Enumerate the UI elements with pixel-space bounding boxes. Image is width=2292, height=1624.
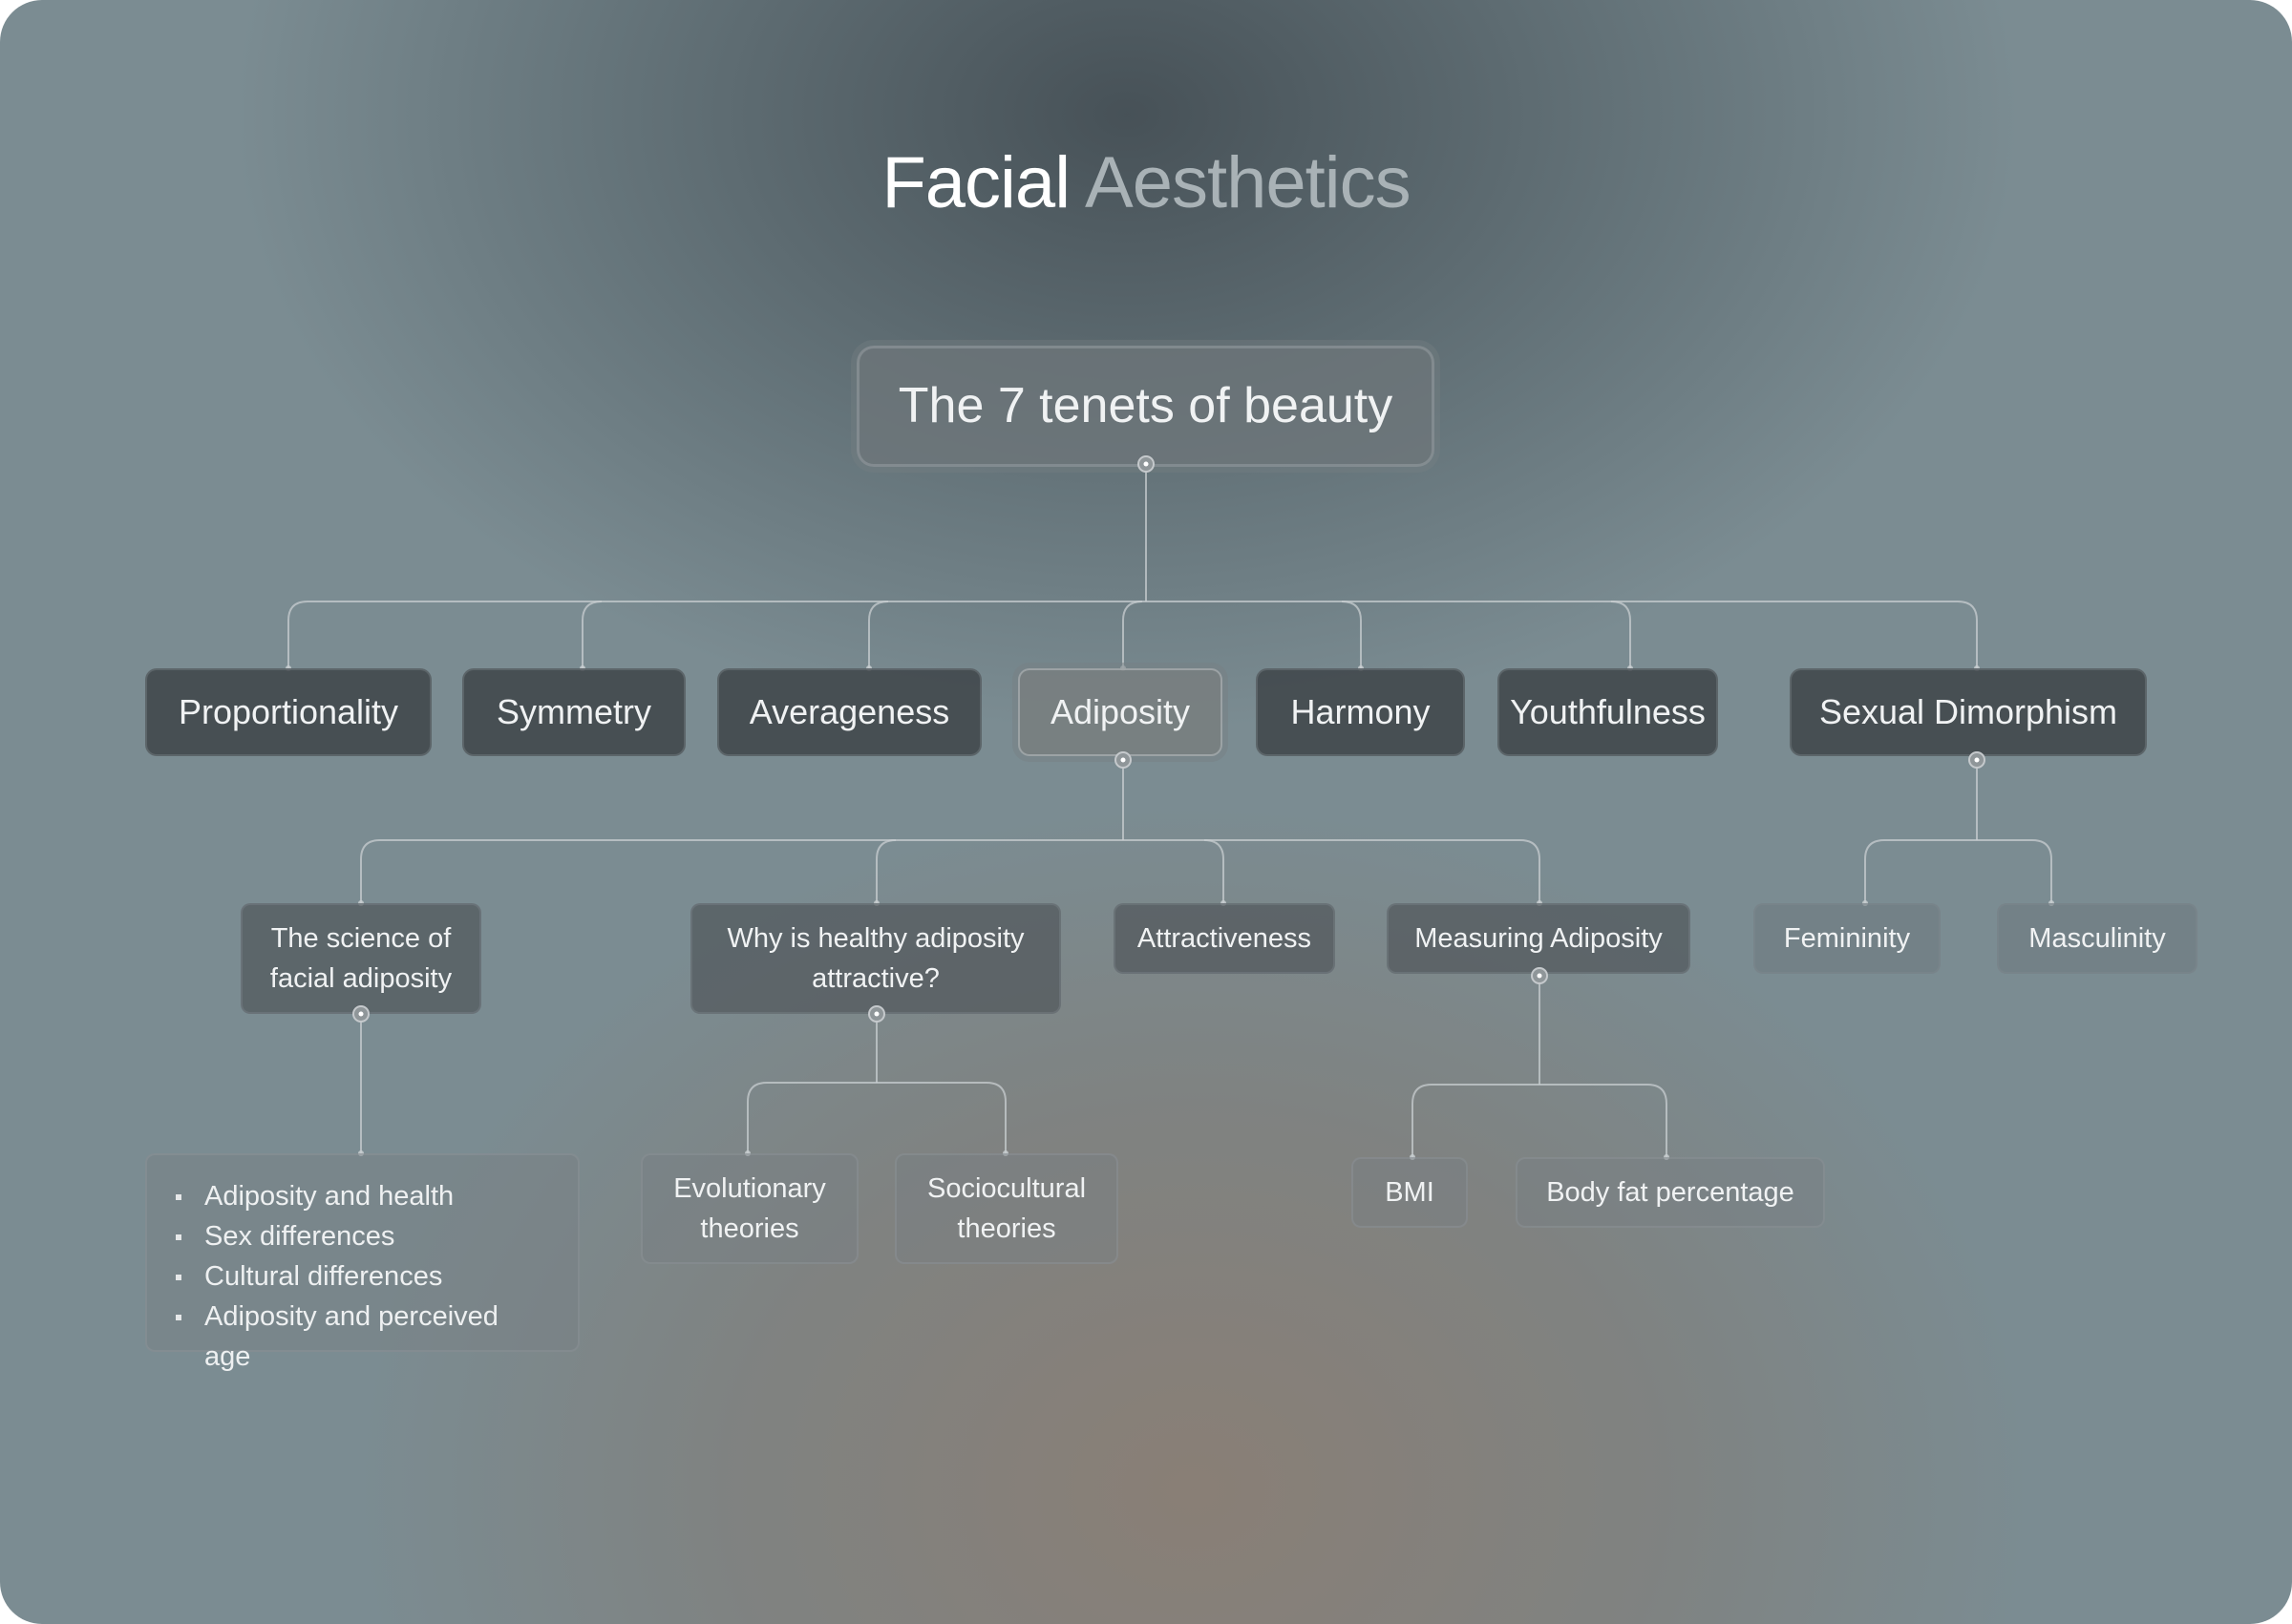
node-label: Measuring Adiposity xyxy=(1414,922,1663,954)
tenet-label: Symmetry xyxy=(497,691,651,731)
node-bmi[interactable]: BMI xyxy=(1351,1157,1468,1228)
title-secondary: Aesthetics xyxy=(1085,142,1411,223)
node-label: Masculinity xyxy=(2028,922,2166,954)
connector-youthfulness xyxy=(1610,601,1631,668)
node-sociocultural-theories[interactable]: Sociocultural theories xyxy=(895,1153,1118,1264)
node-line: theories xyxy=(957,1213,1056,1244)
topics-list: Adiposity and health Sex differences Cul… xyxy=(176,1176,549,1377)
topic-item: Sex differences xyxy=(176,1216,549,1256)
node-label: Femininity xyxy=(1783,922,1911,954)
connector-harmony xyxy=(1341,601,1362,668)
node-line: Why is healthy adiposity xyxy=(727,922,1025,954)
node-body-fat-percentage[interactable]: Body fat percentage xyxy=(1516,1157,1825,1228)
node-line: Evolutionary xyxy=(673,1172,826,1204)
tenet-label: Sexual Dimorphism xyxy=(1818,691,2118,731)
tenet-adiposity[interactable]: Adiposity xyxy=(1018,668,1222,756)
expand-dot-science[interactable] xyxy=(352,1005,370,1023)
root-node[interactable]: The 7 tenets of beauty xyxy=(857,346,1434,467)
science-topics-list: Adiposity and health Sex differences Cul… xyxy=(145,1153,580,1372)
node-line: theories xyxy=(700,1213,799,1244)
node-line: The science of xyxy=(270,922,452,954)
node-masculinity[interactable]: Masculinity xyxy=(1997,903,2197,974)
tenet-label: Averageness xyxy=(749,691,950,731)
connector-why xyxy=(876,839,897,903)
node-label: Body fat percentage xyxy=(1546,1176,1794,1208)
node-attractiveness[interactable]: Attractiveness xyxy=(1114,903,1335,974)
connector-tenets-bus xyxy=(287,601,1978,668)
topic-item: Adiposity and health xyxy=(176,1176,549,1216)
connector-averageness xyxy=(868,601,889,668)
tenet-harmony[interactable]: Harmony xyxy=(1256,668,1465,756)
expand-dot-adiposity[interactable] xyxy=(1114,751,1132,769)
connector-dimorphism-bus xyxy=(1864,839,2052,903)
connector-adiposity-bus xyxy=(360,839,1540,903)
tenet-label: Youthfulness xyxy=(1510,691,1706,731)
connector-symmetry xyxy=(582,601,603,668)
expand-dot-why[interactable] xyxy=(868,1005,885,1023)
node-femininity[interactable]: Femininity xyxy=(1753,903,1941,974)
node-label: Attractiveness xyxy=(1136,922,1312,954)
tenet-proportionality[interactable]: Proportionality xyxy=(145,668,432,756)
topic-item: Adiposity and perceived age xyxy=(176,1297,549,1377)
tenet-youthfulness[interactable]: Youthfulness xyxy=(1497,668,1718,756)
node-line: attractive? xyxy=(812,963,940,994)
node-measuring-adiposity[interactable]: Measuring Adiposity xyxy=(1387,903,1690,974)
tenet-symmetry[interactable]: Symmetry xyxy=(462,668,686,756)
page-title: Facial Aesthetics xyxy=(0,141,2292,224)
tenet-label: Harmony xyxy=(1290,691,1431,731)
tenet-label: Adiposity xyxy=(1050,691,1191,731)
expand-dot-root[interactable] xyxy=(1137,455,1155,473)
node-why-healthy-adiposity[interactable]: Why is healthy adiposity attractive? xyxy=(690,903,1061,1014)
node-science-of-adiposity[interactable]: The science of facial adiposity xyxy=(241,903,481,1014)
connector-adiposity xyxy=(1122,601,1143,668)
title-primary: Facial xyxy=(881,142,1071,223)
connector-attractiveness xyxy=(1203,839,1224,903)
expand-dot-sexual-dimorphism[interactable] xyxy=(1968,751,1985,769)
connector-why-bus xyxy=(747,1082,1007,1153)
node-evolutionary-theories[interactable]: Evolutionary theories xyxy=(641,1153,859,1264)
tenet-label: Proportionality xyxy=(178,691,399,731)
topic-item: Cultural differences xyxy=(176,1256,549,1297)
node-label: BMI xyxy=(1385,1176,1434,1208)
expand-dot-measuring[interactable] xyxy=(1531,967,1548,984)
connector-measuring-bus xyxy=(1411,1084,1667,1157)
node-line: Sociocultural xyxy=(926,1172,1087,1204)
node-line: facial adiposity xyxy=(269,963,453,994)
root-label: The 7 tenets of beauty xyxy=(898,377,1393,433)
tenet-sexual-dimorphism[interactable]: Sexual Dimorphism xyxy=(1790,668,2147,756)
tenet-averageness[interactable]: Averageness xyxy=(717,668,982,756)
